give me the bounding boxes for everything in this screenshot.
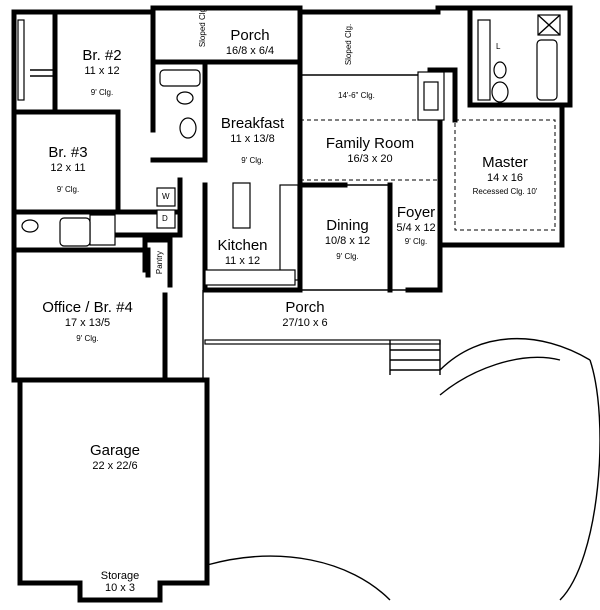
- room-name: Porch: [285, 299, 325, 316]
- room-garage: Garage 22 x 22/6: [60, 442, 170, 472]
- room-dims: 10 x 3: [105, 582, 135, 595]
- room-name: Porch: [230, 27, 270, 44]
- dryer-label: D: [162, 214, 168, 223]
- room-dims: 12 x 11: [50, 161, 86, 174]
- room-name: Kitchen: [217, 237, 268, 254]
- room-dims: 16/8 x 6/4: [225, 44, 275, 57]
- room-ceiling: 9' Clg.: [90, 87, 114, 97]
- room-ceiling: 9' Clg.: [56, 184, 80, 194]
- room-name: Office / Br. #4: [42, 299, 133, 316]
- room-dims: 11 x 12: [224, 254, 261, 267]
- interior-walls: [11, 9, 565, 383]
- room-name: Garage: [89, 442, 141, 459]
- room-ceiling: 9' Clg.: [76, 333, 99, 343]
- room-storage: Storage 10 x 3: [80, 570, 160, 594]
- room-dims: 22 x 22/6: [92, 459, 138, 472]
- room-dims: 11 x 13/8: [230, 132, 275, 145]
- room-ceiling: 9' Clg.: [336, 251, 359, 261]
- room-dims: 17 x 13/5: [64, 316, 111, 329]
- room-family: Family Room 16/3 x 20: [305, 135, 435, 165]
- room-office: Office / Br. #4 17 x 13/5 9' Clg.: [20, 299, 155, 343]
- room-breakfast: Breakfast 11 x 13/8 9' Clg.: [205, 115, 300, 165]
- family-ceiling: 14'-6" Clg.: [338, 91, 375, 100]
- washer-label: W: [162, 192, 170, 201]
- room-dims: 16/3 x 20: [347, 152, 393, 165]
- room-ceiling: 9' Clg.: [404, 236, 428, 246]
- room-name: Family Room: [325, 135, 415, 152]
- pantry-label: Pantry: [155, 250, 165, 275]
- room-dims: 10/8 x 12: [324, 234, 371, 247]
- room-name: Breakfast: [220, 115, 285, 132]
- room-br3: Br. #3 12 x 11 9' Clg.: [28, 144, 108, 194]
- room-name: Foyer: [396, 204, 436, 221]
- room-dims: 5/4 x 12: [396, 221, 436, 234]
- sloped-ceiling-porch: Sloped Clg.: [198, 5, 208, 48]
- room-name: Br. #2: [82, 47, 122, 64]
- room-name: Storage: [100, 570, 140, 582]
- room-ceiling: Recessed Clg. 10': [472, 186, 538, 196]
- room-porch-top: Porch 16/8 x 6/4: [210, 27, 290, 57]
- room-foyer: Foyer 5/4 x 12 9' Clg.: [391, 204, 441, 246]
- room-name: Dining: [326, 217, 369, 234]
- fixtures: [17, 14, 561, 286]
- room-kitchen: Kitchen 11 x 12: [205, 237, 280, 267]
- room-dims: 14 x 16: [486, 171, 524, 184]
- porch-details: [204, 338, 600, 601]
- room-master: Master 14 x 16 Recessed Clg. 10': [455, 154, 555, 196]
- room-name: Master: [482, 154, 528, 171]
- room-dims: 27/10 x 6: [282, 316, 328, 329]
- room-ceiling: 9' Clg.: [241, 155, 264, 165]
- room-br2: Br. #2 11 x 12 9' Clg.: [62, 47, 142, 97]
- room-dining: Dining 10/8 x 12 9' Clg.: [305, 217, 390, 261]
- sloped-ceiling-family: Sloped Clg.: [344, 23, 354, 66]
- room-porch-front: Porch 27/10 x 6: [260, 299, 350, 329]
- room-dims: 11 x 12: [84, 64, 120, 77]
- closet-l-label: L: [496, 42, 501, 51]
- room-name: Br. #3: [48, 144, 88, 161]
